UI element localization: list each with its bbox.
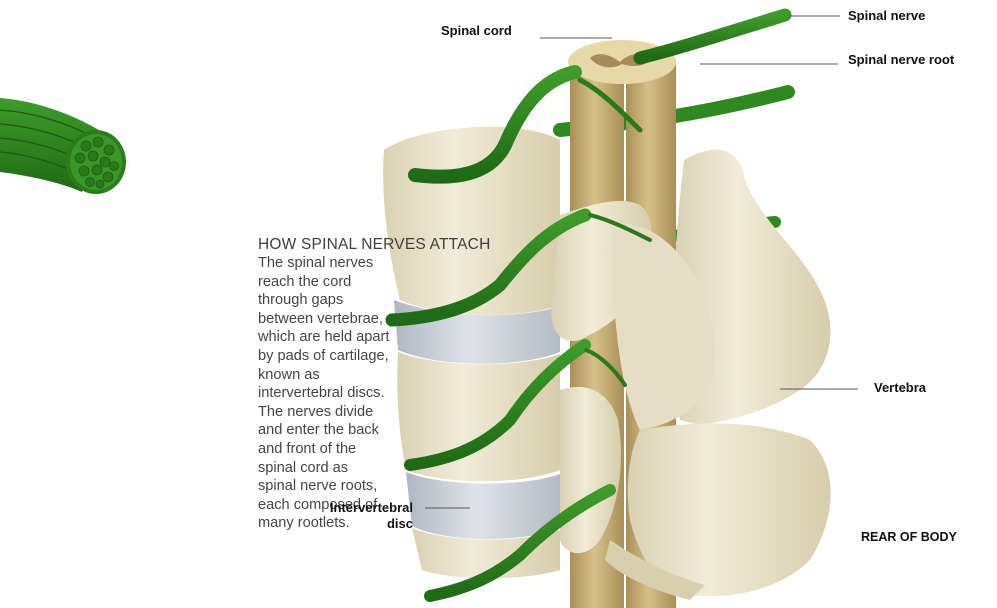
label-spinal-cord: Spinal cord bbox=[441, 23, 512, 39]
label-vertebra: Vertebra bbox=[874, 380, 926, 396]
description-block: HOW SPINAL NERVES ATTACH The spinal nerv… bbox=[258, 235, 388, 533]
label-spinal-nerve-root: Spinal nerve root bbox=[848, 52, 954, 68]
description-body: The spinal nerves reach the cord through… bbox=[258, 254, 390, 533]
description-line: through gaps between vertebrae, bbox=[258, 292, 383, 327]
label-intervertebral-disc: Intervertebral disc bbox=[326, 500, 413, 532]
nerve-cross-section bbox=[0, 98, 126, 194]
description-title: HOW SPINAL NERVES ATTACH bbox=[258, 235, 388, 254]
label-intervertebral-disc-line1: Intervertebral bbox=[326, 500, 413, 516]
label-spinal-nerve: Spinal nerve bbox=[848, 8, 925, 24]
description-line: The spinal nerves reach the cord bbox=[258, 255, 373, 290]
label-rear-of-body: REAR OF BODY bbox=[861, 529, 957, 545]
label-intervertebral-disc-line2: disc bbox=[326, 516, 413, 532]
